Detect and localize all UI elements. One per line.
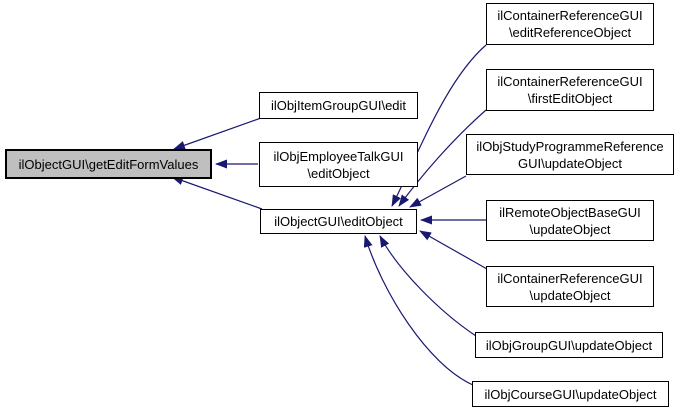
edge-containerref-updateobject-to-editobject xyxy=(419,230,488,270)
node-label: ilObjGroupGUI\updateObject xyxy=(485,337,653,353)
node-ilobjitemgroupgui-edit[interactable]: ilObjItemGroupGUI\edit xyxy=(259,92,418,119)
node-ilcontainerreferencegui-editreferenceobject[interactable]: ilContainerReferenceGUI \editReferenceOb… xyxy=(486,3,654,45)
node-ilcontainerreferencegui-firsteditobject[interactable]: ilContainerReferenceGUI \firstEditObject xyxy=(486,69,654,111)
node-label-line: ilContainerReferenceGUI xyxy=(497,74,643,89)
node-label-line: ilObjEmployeeTalkGUI xyxy=(273,148,404,164)
node-label-line: ilContainerReferenceGUI xyxy=(497,8,643,23)
node-label-line: ilRemoteObjectBaseGUI xyxy=(499,204,641,220)
node-label-line: \updateObject xyxy=(529,287,611,303)
edge-itemgroup-edit-to-geteditformvalues xyxy=(173,117,262,150)
node-ilobjemployeetalkgui-editobject[interactable]: ilObjEmployeeTalkGUI \editObject xyxy=(259,142,418,187)
edge-firsteditobject-to-editobject xyxy=(398,109,487,207)
node-label: ilObjItemGroupGUI\edit xyxy=(270,98,407,113)
node-ilobjstudyprogrammereferencegui-updateobject[interactable]: ilObjStudyProgrammeReference GUI\updateO… xyxy=(466,134,674,175)
edge-editobject-to-geteditformvalues xyxy=(171,176,263,210)
node-label-line: \firstEditObject xyxy=(527,91,613,106)
node-label-line: \updateObject xyxy=(529,221,611,237)
node-ilremoteobjectbasegui-updateobject[interactable]: ilRemoteObjectBaseGUI \updateObject xyxy=(486,200,654,241)
node-ilobjgroupgui-updateobject[interactable]: ilObjGroupGUI\updateObject xyxy=(475,332,663,358)
node-ilobjcoursegui-updateobject[interactable]: ilObjCourseGUI\updateObject xyxy=(472,381,669,407)
node-label-line: \editReferenceObject xyxy=(508,25,632,40)
edge-group-updateobject-to-editobject xyxy=(379,235,477,337)
node-label: ilObjCourseGUI\updateObject xyxy=(484,386,657,402)
node-label: ilObjectGUI\editObject xyxy=(274,214,403,229)
edge-course-updateobject-to-editobject xyxy=(363,235,474,386)
node-label-line: GUI\updateObject xyxy=(517,155,623,171)
node-label-line: ilObjStudyProgrammeReference xyxy=(476,138,664,154)
node-ilcontainerreferencegui-updateobject[interactable]: ilContainerReferenceGUI \updateObject xyxy=(486,266,654,307)
node-label-line: \editObject xyxy=(307,165,370,181)
node-ilobjectgui-geteditformvalues[interactable]: ilObjectGUI\getEditFormValues xyxy=(5,149,212,179)
node-ilobjectgui-editobject[interactable]: ilObjectGUI\editObject xyxy=(260,209,417,234)
node-label: ilObjectGUI\getEditFormValues xyxy=(18,156,199,172)
edge-studyprogramme-updateobject-to-editobject xyxy=(409,175,467,208)
node-label-line: ilContainerReferenceGUI xyxy=(497,270,643,286)
